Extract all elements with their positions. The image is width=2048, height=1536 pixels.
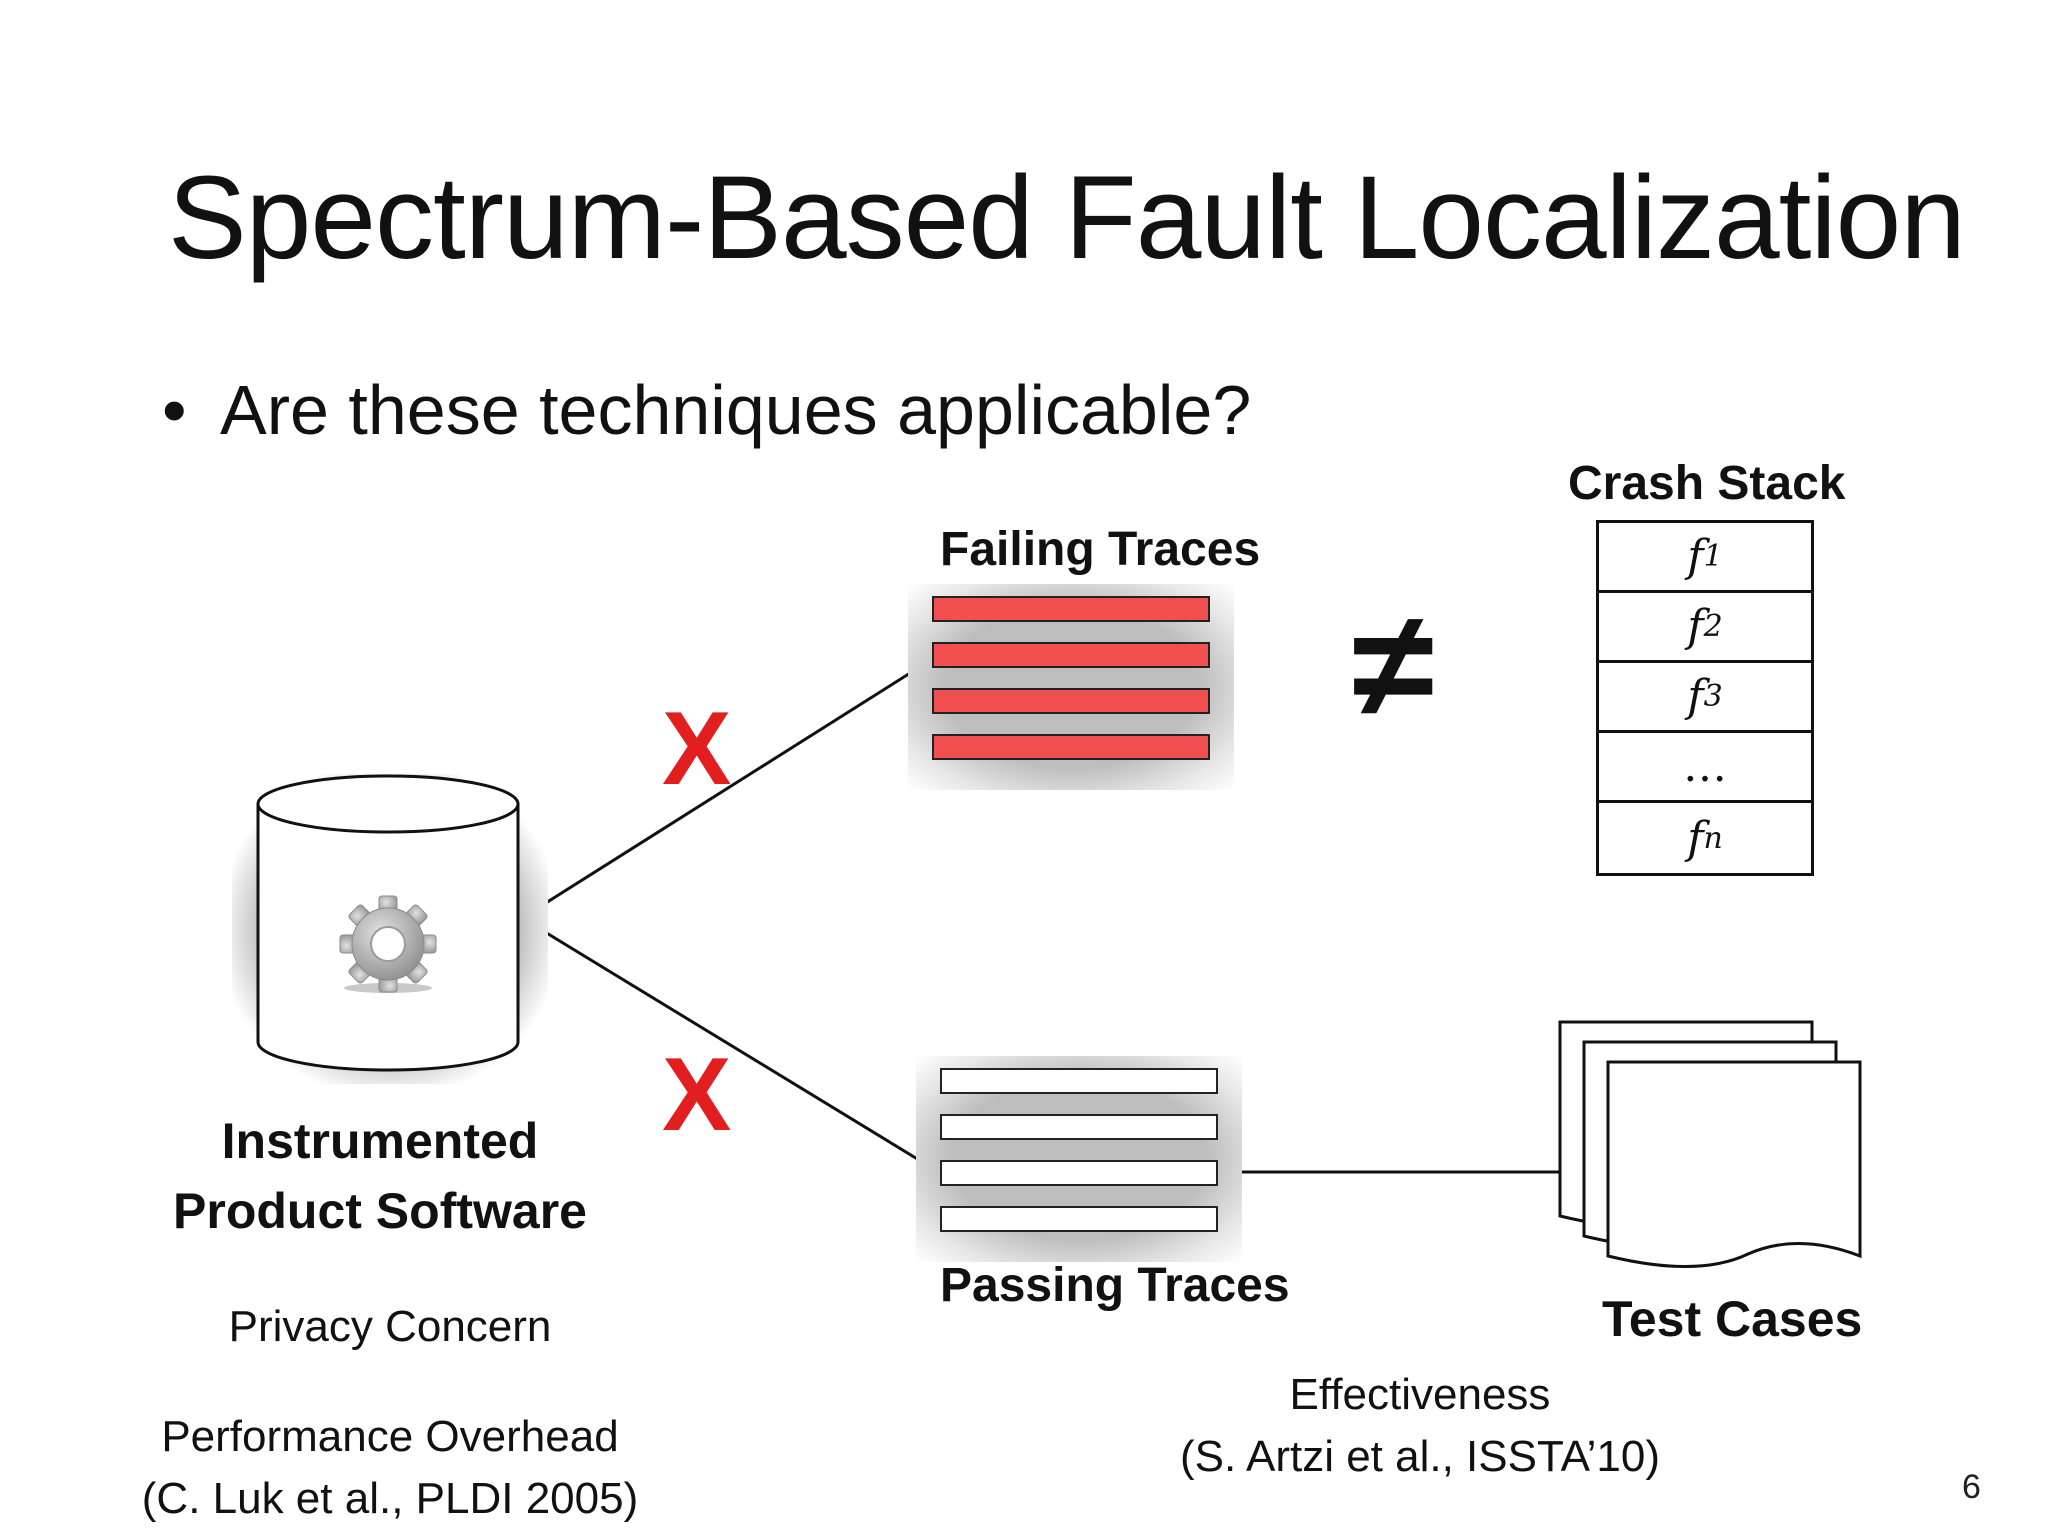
arrow-to-passing-traces — [521, 916, 944, 1176]
instrumented-software-database — [230, 760, 550, 1090]
effectiveness-line2: (S. Artzi et al., ISSTA’10) — [1179, 1432, 1661, 1481]
arrow-to-failing-traces — [521, 656, 936, 920]
passing-traces-label: Passing Traces — [940, 1259, 1290, 1312]
effectiveness-note: Effectiveness (S. Artzi et al., ISSTA’10… — [1130, 1364, 1710, 1488]
gear-icon — [339, 895, 437, 993]
failing-trace — [932, 688, 1210, 714]
failing-traces-stack — [908, 584, 1234, 790]
performance-overhead-line1: Performance Overhead — [161, 1412, 619, 1461]
document-stack-icon — [1558, 1020, 1862, 1269]
passing-trace — [940, 1114, 1218, 1140]
database-icon — [232, 774, 548, 1084]
passing-trace — [940, 1160, 1218, 1186]
bullet-point: • Are these techniques applicable? — [162, 370, 1251, 450]
cross-mark-passing: X — [662, 1037, 732, 1153]
performance-overhead-line2: (C. Luk et al., PLDI 2005) — [141, 1474, 639, 1523]
failing-trace — [932, 596, 1210, 622]
slide-title: Spectrum-Based Fault Localization — [168, 152, 1966, 284]
privacy-concern-note: Privacy Concern — [228, 1302, 552, 1351]
passing-trace — [940, 1068, 1218, 1094]
not-equal-symbol: ≠ — [1352, 580, 1435, 748]
performance-overhead-note: Performance Overhead (C. Luk et al., PLD… — [100, 1406, 680, 1530]
effectiveness-line1: Effectiveness — [1289, 1370, 1551, 1419]
passing-traces-stack — [916, 1056, 1242, 1262]
bullet-dot-icon: • — [162, 371, 187, 449]
test-cases-label: Test Cases — [1602, 1291, 1863, 1347]
database-label-line1: Instrumented — [221, 1113, 539, 1169]
test-cases-documents — [1550, 1016, 1870, 1296]
passing-trace — [940, 1206, 1218, 1232]
failing-trace — [932, 642, 1210, 668]
database-label-line2: Product Software — [173, 1183, 587, 1239]
failing-traces-label: Failing Traces — [940, 523, 1261, 576]
failing-trace — [932, 734, 1210, 760]
crash-stack-frame: … — [1599, 733, 1811, 803]
database-label: Instrumented Product Software — [150, 1106, 610, 1246]
cross-mark-failing: X — [662, 691, 732, 807]
crash-stack-label: Crash Stack — [1568, 457, 1846, 510]
bullet-text: Are these techniques applicable? — [220, 371, 1252, 449]
page-number: 6 — [1962, 1468, 1981, 1506]
